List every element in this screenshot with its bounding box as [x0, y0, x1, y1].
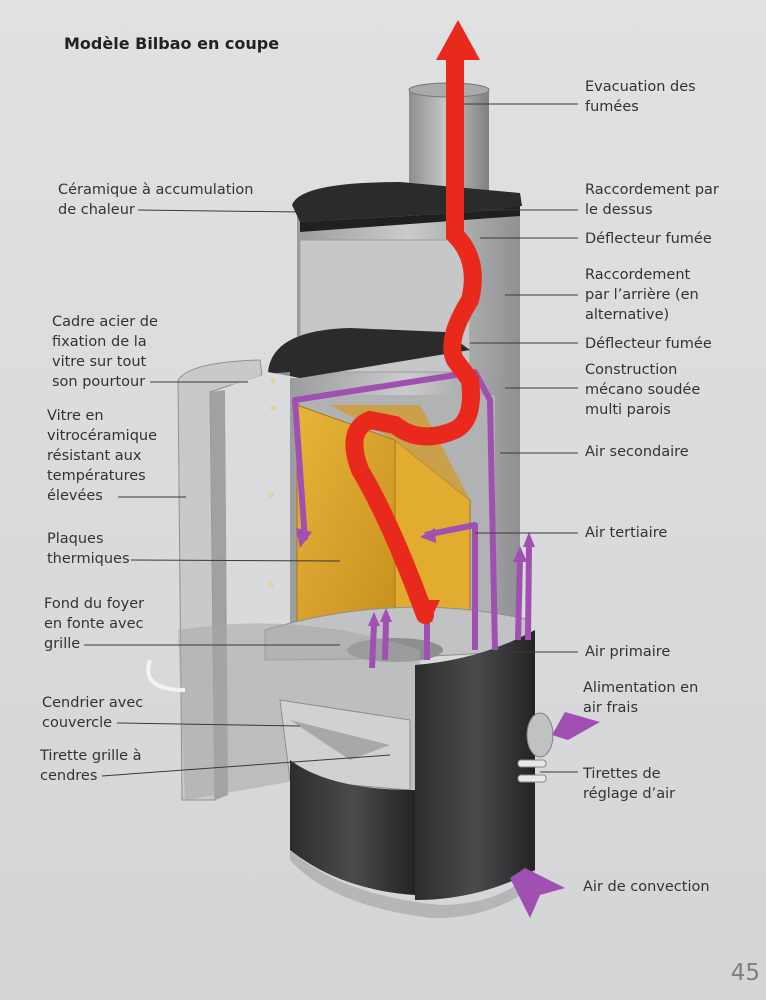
smoke-path — [345, 49, 482, 624]
label-evacuation-fumees: Evacuation des fumées — [585, 79, 696, 115]
label-cendrier: Cendrier avec couvercle — [42, 695, 144, 731]
label-tirette-grille: Tirette grille à cendres — [40, 748, 142, 784]
leader-lines-right — [464, 103, 578, 773]
diagram-title: Modèle Bilbao en coupe — [64, 34, 280, 53]
tertiary-air-path — [424, 522, 478, 650]
air-control-tab-1 — [517, 759, 547, 768]
label-air-secondaire: Air secondaire — [585, 444, 689, 460]
ash-drawer-cover — [290, 720, 390, 760]
label-fond-foyer: Fond du foyer en fonte avec grille — [44, 596, 145, 652]
air-intake-pipe — [526, 712, 554, 758]
middle-ceramic-stone — [268, 328, 470, 378]
top-ceramic-edge — [300, 206, 520, 232]
label-plaques-thermiques: Plaques thermiques — [47, 531, 130, 567]
smoke-exit-arrow — [436, 20, 480, 60]
label-air-convection: Air de convection — [583, 879, 710, 895]
label-cadre-acier: Cadre acier de fixation de la vitre sur … — [52, 314, 158, 390]
vitroceramic-glass — [225, 372, 290, 700]
base-front-right — [415, 630, 535, 900]
label-raccordement-dessus: Raccordement par le dessus — [585, 182, 719, 218]
primary-air-arrow-2 — [382, 619, 389, 661]
label-deflecteur-fumee-2: Déflecteur fumée — [585, 336, 712, 352]
primary-air-arrow-1 — [369, 624, 377, 669]
convection-air-arrow — [510, 868, 565, 918]
leader-lines-left — [84, 209, 391, 777]
air-control-tab-2 — [517, 774, 547, 783]
label-tirettes-reglage: Tirettes de réglage d’air — [583, 766, 676, 802]
label-air-tertiaire: Air tertiaire — [585, 525, 668, 541]
label-vitre: Vitre en vitrocéramique résistant aux te… — [47, 408, 158, 504]
convection-air-up-2 — [525, 544, 532, 641]
base-front-left — [290, 760, 415, 895]
label-ceramique: Céramique à accumulation de chaleur — [58, 182, 254, 218]
label-construction: Construction mécano soudée multi parois — [585, 362, 701, 418]
top-ceramic-stone — [292, 182, 522, 222]
label-air-primaire: Air primaire — [585, 644, 671, 660]
convection-air-up-1 — [515, 559, 523, 641]
label-deflecteur-fumee-1: Déflecteur fumée — [585, 231, 712, 247]
label-alimentation-air-frais: Alimentation en air frais — [583, 680, 699, 716]
door-handle — [146, 659, 186, 692]
base-foot — [290, 850, 535, 919]
page-number: 45 — [730, 960, 760, 986]
fresh-air-arrow — [552, 712, 600, 740]
label-raccordement-arriere: Raccordement par l’arrière (en alternati… — [585, 267, 699, 323]
